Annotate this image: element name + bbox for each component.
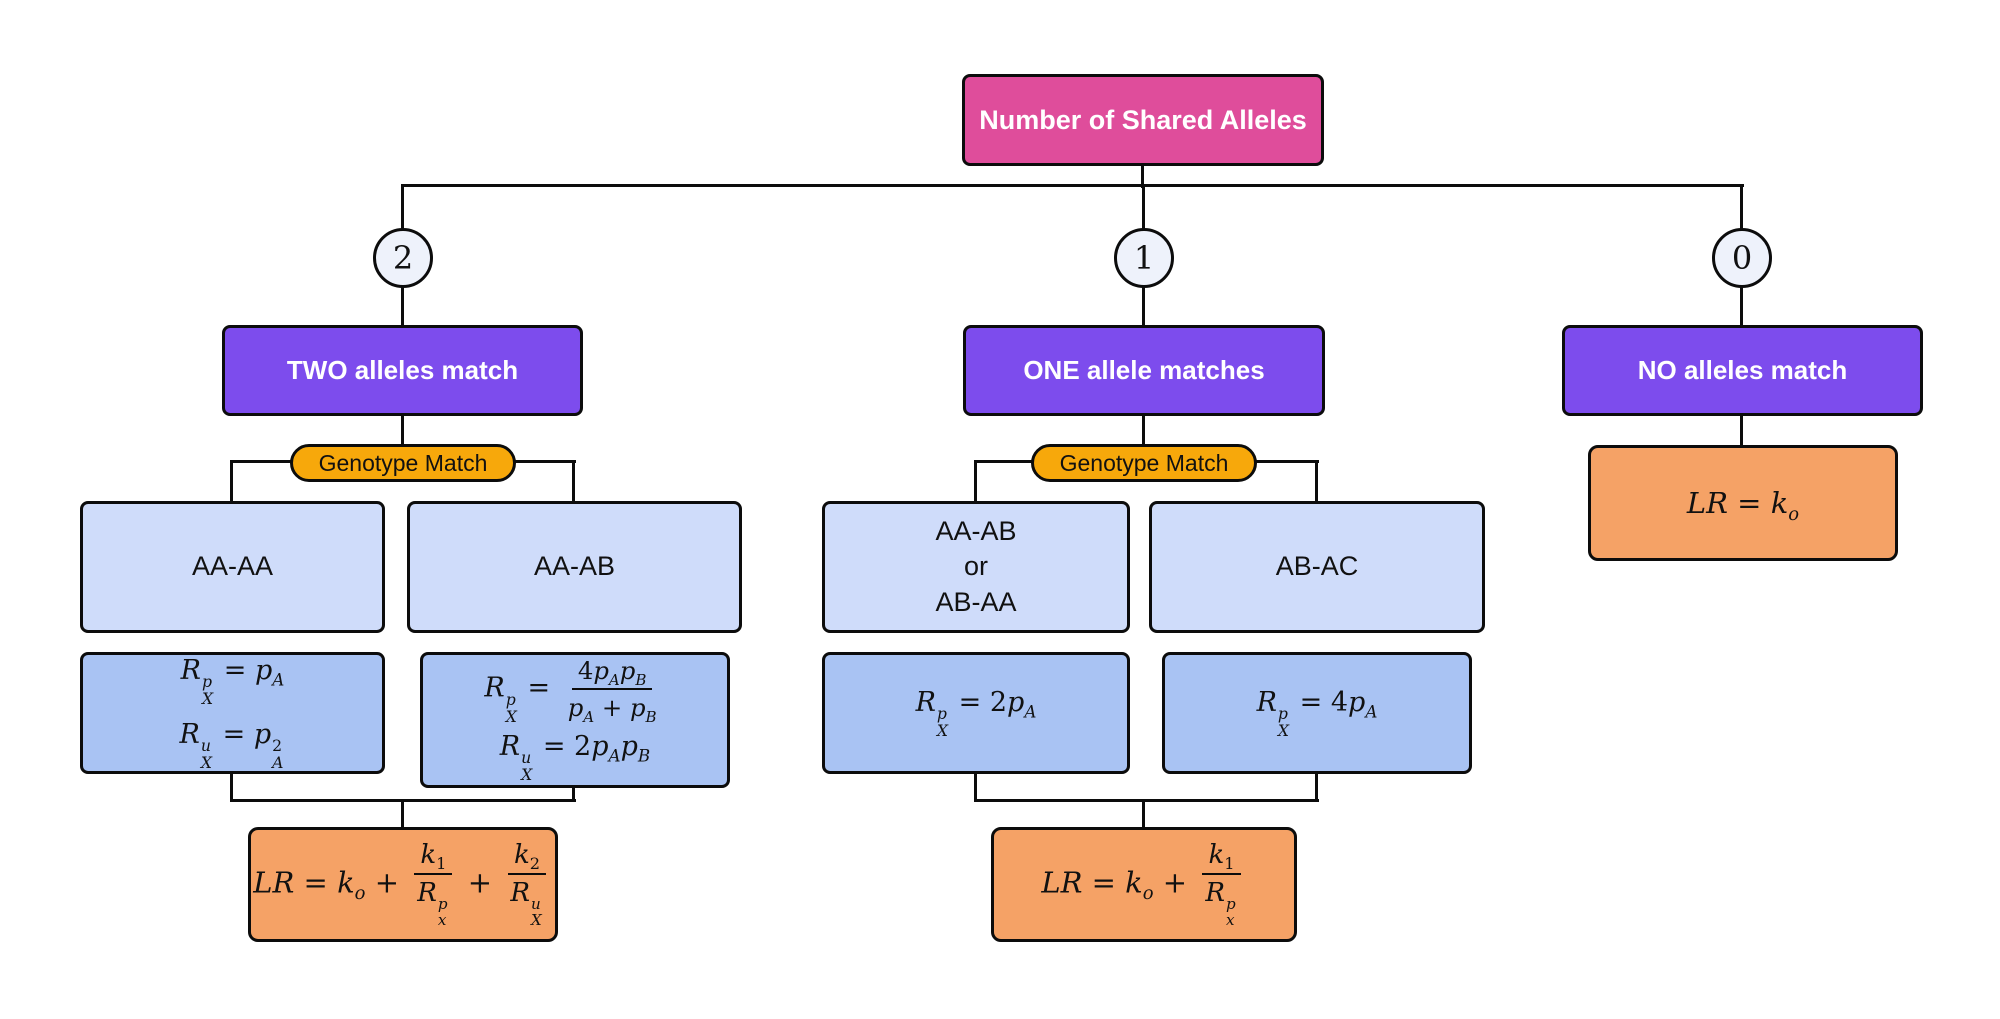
connector-line <box>974 460 977 504</box>
lr-formula: LR = ko <box>1686 486 1800 525</box>
connector-line <box>1740 413 1743 448</box>
connector-line <box>401 413 404 448</box>
connector-line <box>1142 284 1145 328</box>
connector-line <box>230 771 233 802</box>
connector-line <box>401 799 404 830</box>
connector-line <box>1740 284 1743 328</box>
genotype-box-aa-aa: AA-AA <box>80 501 385 633</box>
root-node: Number of Shared Alleles <box>962 74 1324 166</box>
pill-label: Genotype Match <box>318 449 488 476</box>
count-circle-two: 2 <box>373 228 433 288</box>
connector-line <box>974 771 977 802</box>
count-label: 0 <box>1731 239 1753 277</box>
connector-line <box>1142 413 1145 448</box>
connector-line <box>1141 163 1144 188</box>
pill-label: Genotype Match <box>1059 449 1229 476</box>
connector-line <box>572 460 575 504</box>
connector-line <box>1315 771 1318 802</box>
connector-line <box>401 284 404 328</box>
connector-line <box>1740 184 1743 232</box>
connector-line <box>230 460 233 504</box>
count-circle-one: 1 <box>1114 228 1174 288</box>
lr-box-zero-shared: LR = ko <box>1588 445 1898 561</box>
genotype-box-ab-ac: AB-AC <box>1149 501 1485 633</box>
genotype-label: AA-AA <box>191 551 274 582</box>
connector-line <box>401 184 404 232</box>
match-node-two: TWO alleles match <box>222 325 583 416</box>
connector-line <box>402 184 1744 187</box>
match-label: TWO alleles match <box>286 355 519 385</box>
match-label: ONE allele matches <box>1023 355 1265 385</box>
connector-line <box>1142 184 1145 232</box>
genotype-box-aa-ab: AA-AB <box>407 501 742 633</box>
connector-line <box>1315 460 1318 504</box>
genotype-label: AA-AB <box>533 551 616 582</box>
count-circle-zero: 0 <box>1712 228 1772 288</box>
connector-line <box>974 799 1319 802</box>
genotype-match-pill-one: Genotype Match <box>1031 444 1257 482</box>
genotype-match-pill-two: Genotype Match <box>290 444 516 482</box>
genotype-box-aa-ab-or-ab-aa: AA-AB or AB-AA <box>822 501 1130 633</box>
connector-line <box>1142 799 1145 830</box>
genotype-label: AB-AC <box>1275 551 1359 582</box>
root-label: Number of Shared Alleles <box>979 104 1307 135</box>
count-label: 2 <box>392 239 414 277</box>
genotype-label: AA-AB or AB-AA <box>935 516 1017 617</box>
match-node-zero: NO alleles match <box>1562 325 1923 416</box>
match-node-one: ONE allele matches <box>963 325 1325 416</box>
connector-line <box>572 783 575 802</box>
match-label: NO alleles match <box>1637 355 1848 385</box>
count-label: 1 <box>1133 239 1155 277</box>
